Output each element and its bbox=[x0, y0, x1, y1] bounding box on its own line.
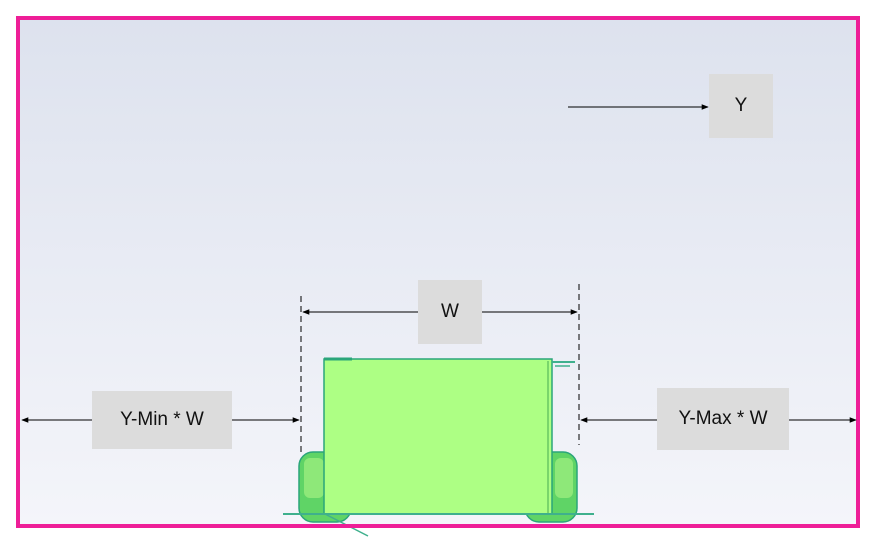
vehicle-body bbox=[323, 358, 553, 515]
domain-boundary bbox=[16, 16, 860, 528]
y-axis-label: Y bbox=[709, 74, 773, 138]
vehicle bbox=[283, 357, 594, 537]
y-max-label: Y-Max * W bbox=[657, 388, 789, 450]
width-label: W bbox=[418, 280, 482, 344]
y-min-label: Y-Min * W bbox=[92, 391, 232, 449]
